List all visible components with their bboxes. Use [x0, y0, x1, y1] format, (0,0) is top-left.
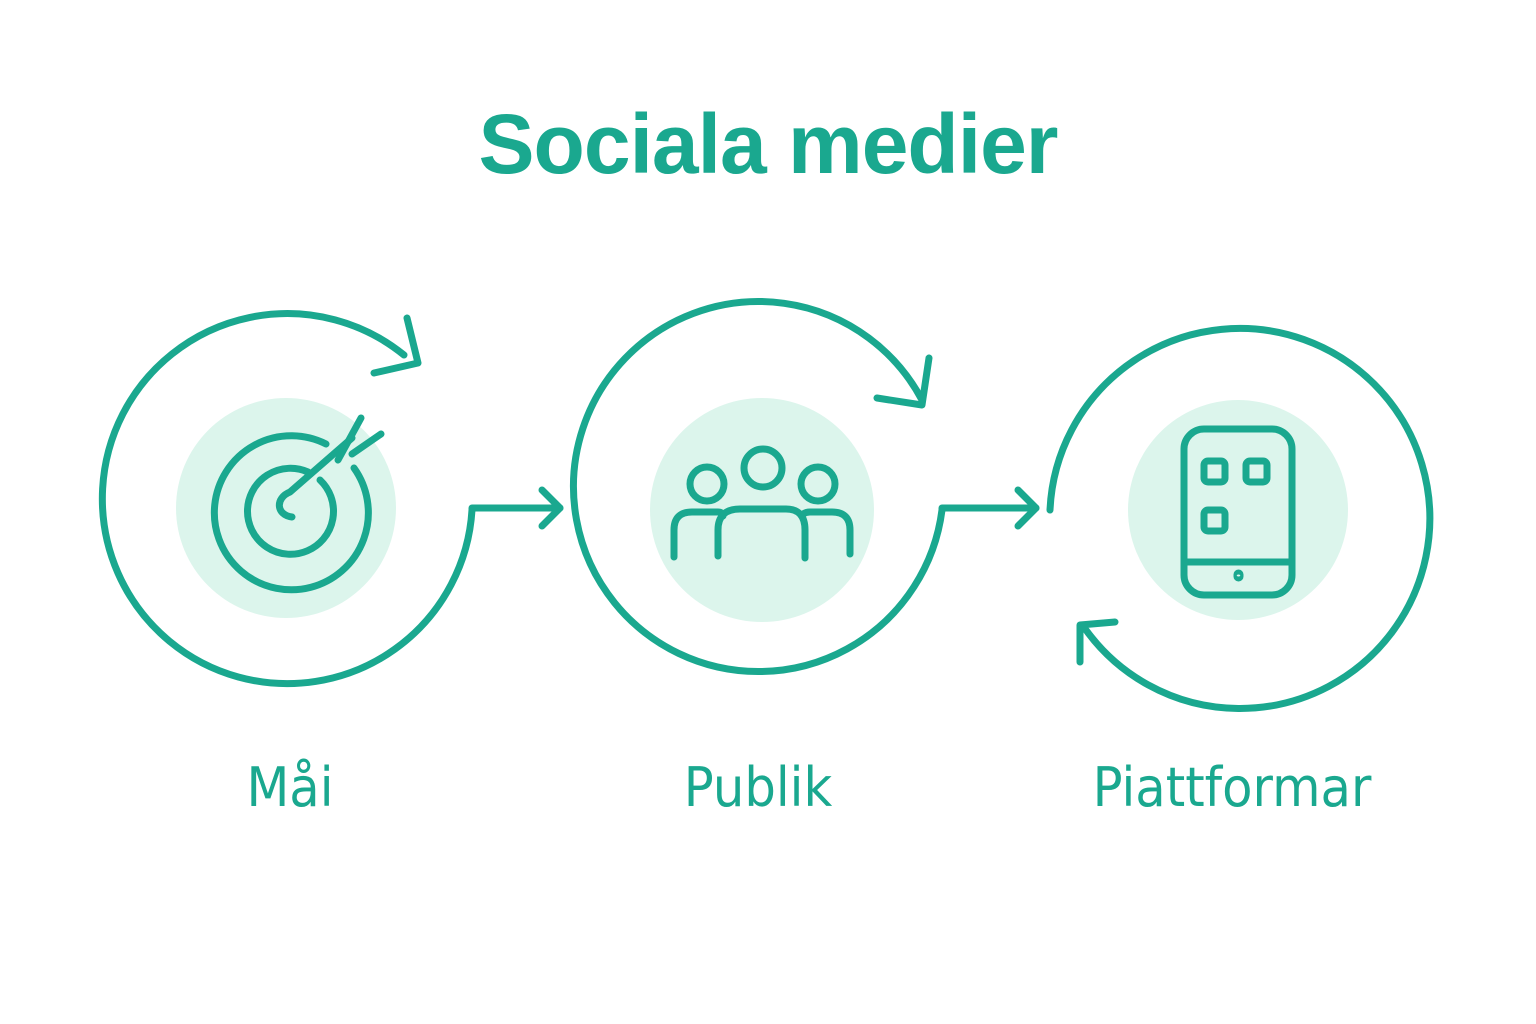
icon-background	[176, 398, 396, 618]
page-title: Sociala medier	[478, 97, 1059, 191]
connector-arrow-icon	[938, 486, 1040, 530]
cycle-arrow-icon	[98, 310, 476, 688]
step-label-platforms: Piattformar	[1092, 756, 1372, 819]
cycle-arrow-icon	[570, 298, 946, 676]
icon-background	[1128, 400, 1348, 620]
step-label-goal: Måi	[246, 756, 334, 819]
target-icon	[210, 414, 385, 594]
connector-arrow-icon	[468, 486, 564, 530]
step-label-audience: Publik	[683, 756, 833, 819]
people-group-icon	[670, 445, 854, 562]
smartphone-apps-icon	[1180, 425, 1296, 599]
cycle-arrow-icon	[1046, 324, 1434, 712]
